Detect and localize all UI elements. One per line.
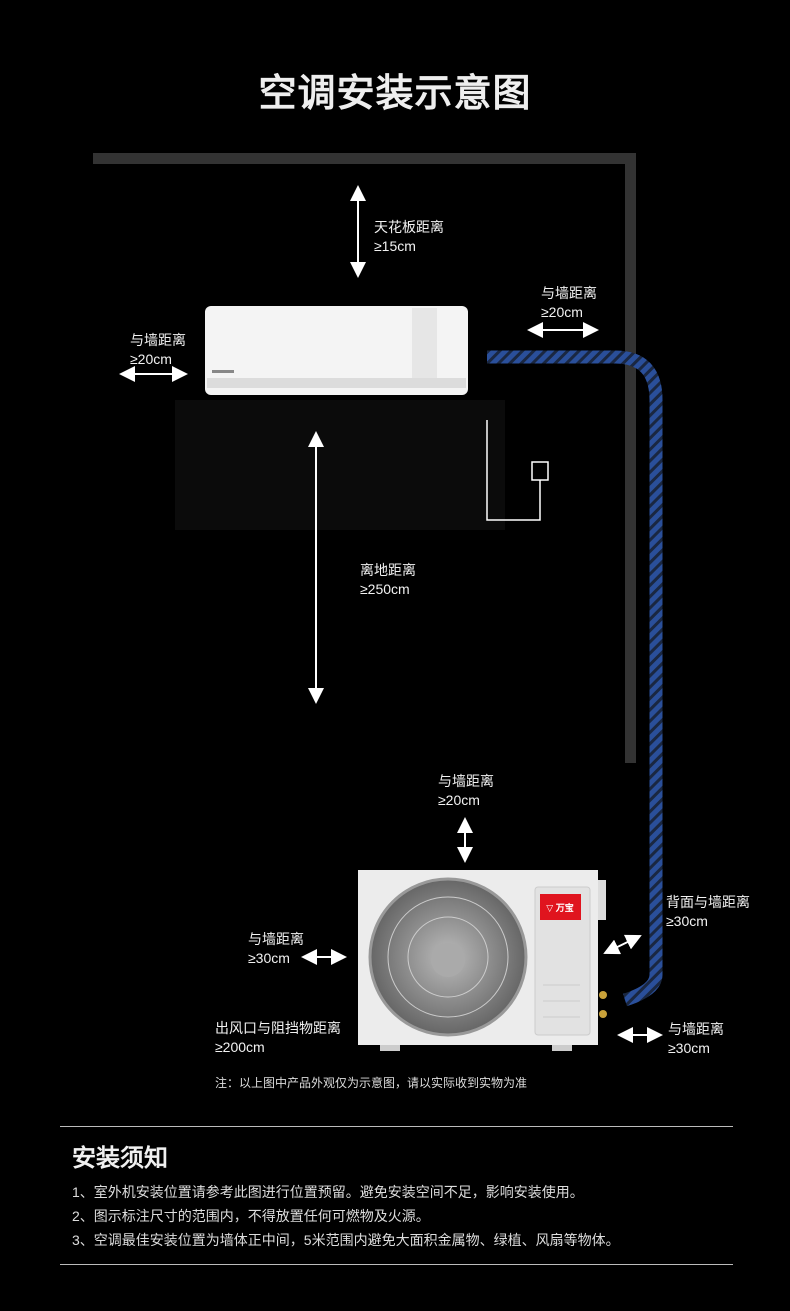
divider	[60, 1126, 733, 1127]
disclaimer-note: 注：以上图中产品外观仅为示意图，请以实际收到实物为准	[215, 1076, 528, 1090]
label-value: ≥200cm	[215, 1039, 265, 1055]
label-name: 与墙距离	[668, 1021, 724, 1037]
label-name: 与墙距离	[248, 931, 304, 947]
drain-line	[486, 420, 549, 521]
divider	[60, 1264, 733, 1265]
refrigerant-pipe	[487, 350, 663, 1007]
notice-item: 1、室外机安装位置请参考此图进行位置预留。避免安装空间不足，影响安装使用。	[72, 1184, 584, 1200]
outdoor-back-wall-label: 背面与墙距离 ≥30cm	[666, 893, 750, 931]
outdoor-top-wall-label: 与墙距离 ≥20cm	[438, 772, 494, 810]
indoor-unit	[205, 306, 468, 395]
label-name: 出风口与阻挡物距离	[215, 1020, 341, 1036]
notice-item: 3、空调最佳安装位置为墙体正中间，5米范围内避免大面积金属物、绿植、风扇等物体。	[72, 1232, 620, 1248]
label-value: ≥20cm	[438, 792, 480, 808]
outdoor-outlet-label: 出风口与阻挡物距离 ≥200cm	[215, 1019, 341, 1057]
label-value: ≥30cm	[668, 1040, 710, 1056]
shadow	[175, 400, 505, 530]
label-name: 与墙距离	[438, 773, 494, 789]
outdoor-unit: ▽ 万宝	[358, 870, 607, 1051]
label-value: ≥20cm	[130, 351, 172, 367]
svg-text:▽ 万宝: ▽ 万宝	[546, 902, 573, 913]
label-value: ≥30cm	[248, 950, 290, 966]
outdoor-back-arrow	[603, 934, 642, 955]
label-name: 与墙距离	[541, 285, 597, 301]
label-value: ≥30cm	[666, 913, 708, 929]
indoor-left-wall-label: 与墙距离 ≥20cm	[130, 331, 186, 369]
indoor-right-wall-label: 与墙距离 ≥20cm	[541, 284, 597, 322]
notice-item: 2、图示标注尺寸的范围内，不得放置任何可燃物及火源。	[72, 1208, 430, 1224]
outdoor-right-wall-label: 与墙距离 ≥30cm	[668, 1020, 724, 1058]
label-value: ≥20cm	[541, 304, 583, 320]
brand-logo	[540, 894, 581, 920]
label-name: 与墙距离	[130, 332, 186, 348]
wall	[93, 153, 636, 763]
label-value: ≥15cm	[374, 238, 416, 254]
label-name: 背面与墙距离	[666, 894, 750, 910]
notice-heading: 安装须知	[72, 1145, 168, 1172]
label-name: 天花板距离	[374, 219, 444, 235]
ceiling-label: 天花板距离 ≥15cm	[374, 218, 444, 256]
label-name: 离地距离	[360, 562, 416, 578]
label-value: ≥250cm	[360, 581, 410, 597]
outdoor-left-wall-label: 与墙距离 ≥30cm	[248, 930, 304, 968]
floor-label: 离地距离 ≥250cm	[360, 561, 416, 599]
page-title: 空调安装示意图	[258, 73, 532, 115]
